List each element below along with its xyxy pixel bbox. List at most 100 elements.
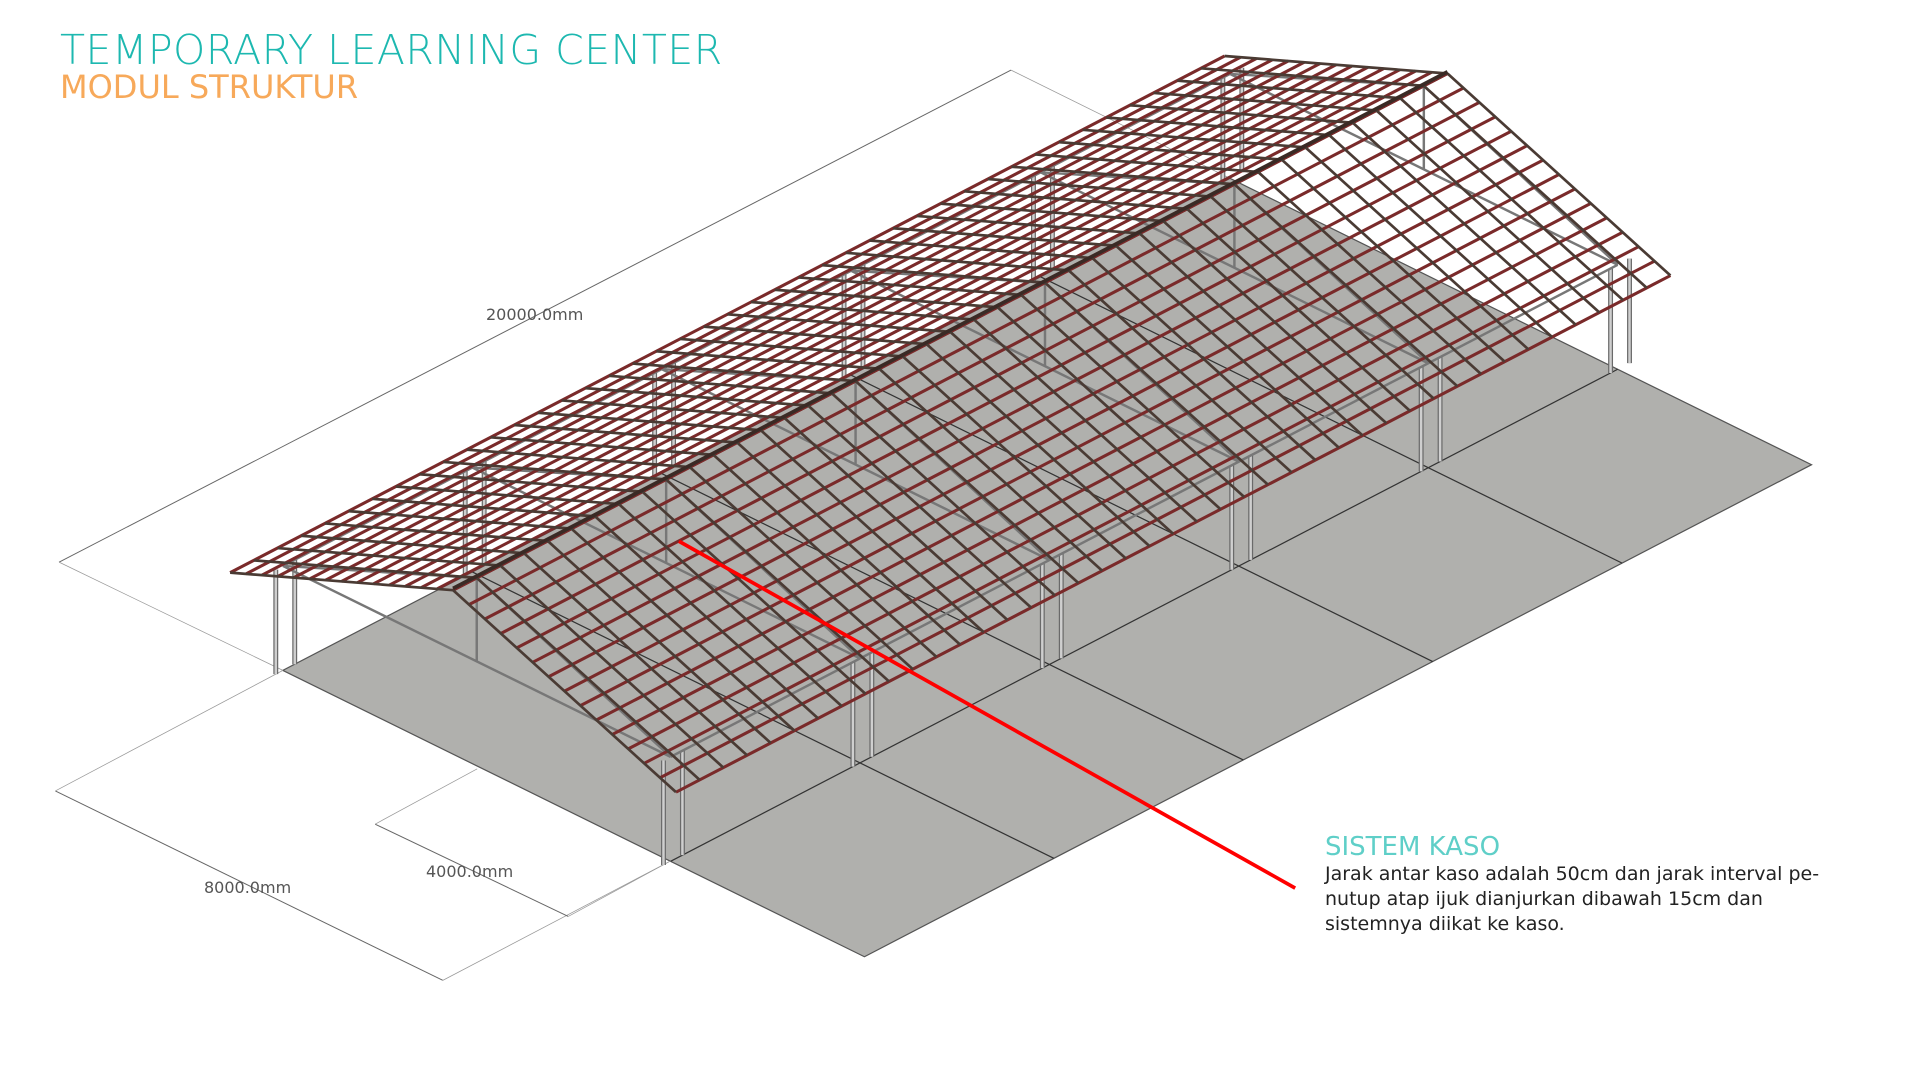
dimension-line-width — [55, 790, 444, 981]
rafter-kaso — [561, 399, 785, 420]
rafter-kaso — [821, 263, 1046, 284]
rafter-kaso — [736, 441, 962, 646]
rafter-kaso — [301, 534, 525, 555]
annotation-body-line: nutup atap ijuk dianjurkan dibawah 15cm … — [1325, 888, 1763, 910]
rafter-kaso — [1106, 116, 1330, 137]
rafter-kaso — [1058, 140, 1282, 161]
extension-line — [58, 561, 284, 671]
rafter-kaso — [570, 527, 796, 732]
rafter-kaso — [973, 318, 1198, 523]
rafter-kaso — [1200, 66, 1424, 88]
rafter-kaso — [854, 380, 1080, 585]
rafter-kaso — [1186, 207, 1411, 412]
rafter-kaso — [1082, 128, 1306, 149]
rafter-kaso — [1446, 72, 1672, 277]
annotation-heading: SISTEM KASO — [1325, 832, 1501, 862]
rafter-kaso — [656, 349, 880, 371]
dimension-label-length: 20000.0mm — [486, 305, 584, 324]
rafter-kaso — [443, 460, 667, 481]
rafter-kaso — [892, 226, 1117, 248]
rafter-kaso — [523, 552, 748, 757]
rafter-kaso — [514, 423, 738, 444]
rafter-kaso — [1011, 165, 1235, 186]
rafter-kaso — [1091, 257, 1317, 462]
rafter-kaso — [419, 472, 643, 494]
rafter-kaso — [987, 177, 1211, 198]
rafter-kaso — [774, 288, 998, 309]
rafter-kaso — [688, 466, 914, 671]
rafter-kaso — [617, 503, 843, 708]
rafter-kaso — [964, 189, 1188, 211]
rafter-kaso — [1328, 134, 1553, 339]
page-subtitle: MODUL STRUKTUR — [60, 68, 359, 106]
annotation-body-line: Jarak antar kaso adalah 50cm dan jarak i… — [1325, 863, 1820, 885]
rafter-kaso — [499, 564, 725, 769]
rafter-kaso — [925, 343, 1151, 548]
rafter-kaso — [452, 589, 677, 794]
rafter-kaso — [1304, 146, 1530, 351]
rafter-kaso — [1233, 183, 1459, 388]
rafter-kaso — [490, 435, 714, 457]
rafter-kaso — [750, 300, 975, 321]
rafter-kaso — [1035, 153, 1259, 174]
rafter-kaso — [1422, 84, 1648, 289]
rafter-kaso — [1153, 91, 1377, 112]
rafter-kaso — [830, 392, 1056, 597]
rafter-kaso — [807, 404, 1033, 609]
dimension-lines — [55, 69, 1231, 981]
rafter-kaso — [759, 429, 985, 634]
rafter-kaso — [348, 509, 572, 531]
rafter-kaso — [727, 312, 951, 334]
rafter-kaso — [878, 367, 1104, 572]
eave-beam — [670, 263, 1619, 758]
extension-line — [374, 768, 478, 825]
rafter-kaso — [996, 306, 1222, 511]
rafter-kaso — [940, 202, 1164, 223]
extension-line — [568, 860, 671, 917]
dimension-line-bay — [374, 823, 569, 917]
rafter-kaso — [475, 576, 701, 781]
rafter-kaso — [1020, 293, 1246, 498]
rafter-kaso — [1177, 79, 1401, 100]
rafter-kaso — [665, 478, 890, 683]
rafter-kaso — [372, 497, 596, 518]
rafter-kaso — [1115, 244, 1340, 449]
rafter-kaso — [585, 386, 809, 408]
rafter-kaso — [395, 485, 619, 506]
rafter-kaso — [703, 325, 927, 346]
floor-grid-line — [670, 368, 1618, 862]
rafter-kaso — [845, 251, 1069, 272]
rafter-kaso — [277, 546, 501, 567]
annotation-body-line: sistemnya diikat ke kaso. — [1325, 913, 1565, 935]
rafter-kaso — [1044, 281, 1269, 486]
rafter-kaso — [253, 558, 477, 580]
structural-frame — [229, 54, 1672, 865]
rafter-kaso — [1375, 109, 1601, 314]
rafter-kaso — [466, 448, 690, 469]
leader-line — [678, 539, 1297, 890]
rafter-kaso — [1351, 121, 1577, 326]
extension-line — [1010, 69, 1231, 179]
rafter-kaso — [1067, 269, 1293, 474]
rafter-kaso — [1162, 220, 1388, 425]
rafter-kaso — [916, 214, 1140, 235]
rafter-kaso — [869, 239, 1093, 260]
page-title: TEMPORARY LEARNING CENTER — [60, 26, 723, 74]
extension-line — [442, 860, 671, 981]
rafter-kaso — [608, 374, 833, 395]
rafter-kaso — [641, 490, 867, 695]
rafter-kaso — [537, 411, 761, 432]
rafter-kaso — [712, 453, 938, 658]
rafter-kaso — [594, 515, 819, 720]
annotation-sistem-kaso: SISTEM KASO Jarak antar kaso adalah 50cm… — [1325, 832, 1865, 937]
rafter-kaso — [632, 362, 856, 383]
ridge-beam — [452, 70, 1449, 591]
rafter-kaso — [798, 276, 1022, 297]
dimension-line-length — [58, 69, 1012, 563]
rafter-kaso — [902, 355, 1127, 560]
rafter-kaso — [949, 330, 1175, 535]
dimension-label-width: 8000.0mm — [204, 878, 292, 897]
rafter-kaso — [1129, 103, 1353, 125]
extension-line — [55, 670, 284, 792]
